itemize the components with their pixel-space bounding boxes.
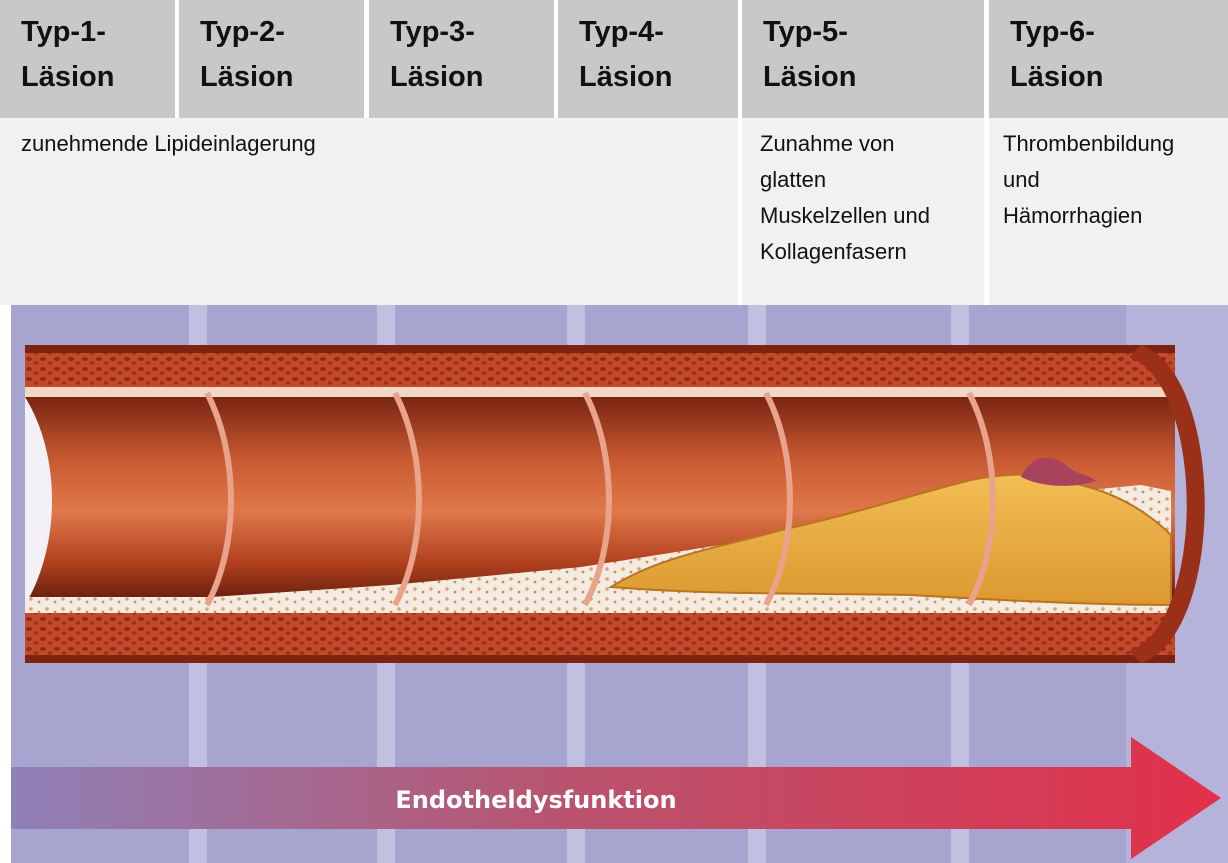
header-typ3-line1: Typ-3- [390,10,554,55]
header-typ5-line2: Läsion [763,55,984,100]
desc-typ6-line: Hämorrhagien [1003,198,1228,234]
vessel-top-intima [25,387,1175,397]
header-typ2: Typ-2- Läsion [179,0,364,118]
header-typ3-line2: Läsion [390,55,554,100]
header-typ6-line2: Läsion [1010,55,1228,100]
header-typ4-line1: Typ-4- [579,10,738,55]
arrow-label: Endotheldysfunktion [395,786,676,814]
header-typ1-line1: Typ-1- [21,10,175,55]
desc-typ6-line: Thrombenbildung [1003,126,1228,162]
header-typ5-line1: Typ-5- [763,10,984,55]
desc-typ6: Thrombenbildung und Hämorrhagien [989,118,1228,305]
desc-lipid: zunehmende Lipideinlagerung [0,118,738,305]
desc-typ5-line: Zunahme von [760,126,984,162]
vessel-bottom-wall-edge [25,655,1175,663]
header-typ6-line1: Typ-6- [1010,10,1228,55]
header-typ6: Typ-6- Läsion [989,0,1228,118]
vessel-bottom-wall [25,605,1175,663]
header-typ4-line2: Läsion [579,55,738,100]
artery-illustration: Endotheldysfunktion [11,305,1228,863]
desc-typ6-line: und [1003,162,1228,198]
desc-typ5-line: glatten [760,162,984,198]
header-typ3: Typ-3- Läsion [369,0,554,118]
header-typ2-line1: Typ-2- [200,10,364,55]
header-typ5: Typ-5- Läsion [742,0,984,118]
desc-lipid-text: zunehmende Lipideinlagerung [21,131,316,156]
header-typ1-line2: Läsion [21,55,175,100]
header-typ2-line2: Läsion [200,55,364,100]
vessel-top-wall-edge [25,345,1175,353]
header-typ4: Typ-4- Läsion [558,0,738,118]
desc-typ5-line: Kollagenfasern [760,234,984,270]
desc-typ5: Zunahme von glatten Muskelzellen und Kol… [742,118,984,305]
desc-typ5-line: Muskelzellen und [760,198,984,234]
header-typ1: Typ-1- Läsion [0,0,175,118]
